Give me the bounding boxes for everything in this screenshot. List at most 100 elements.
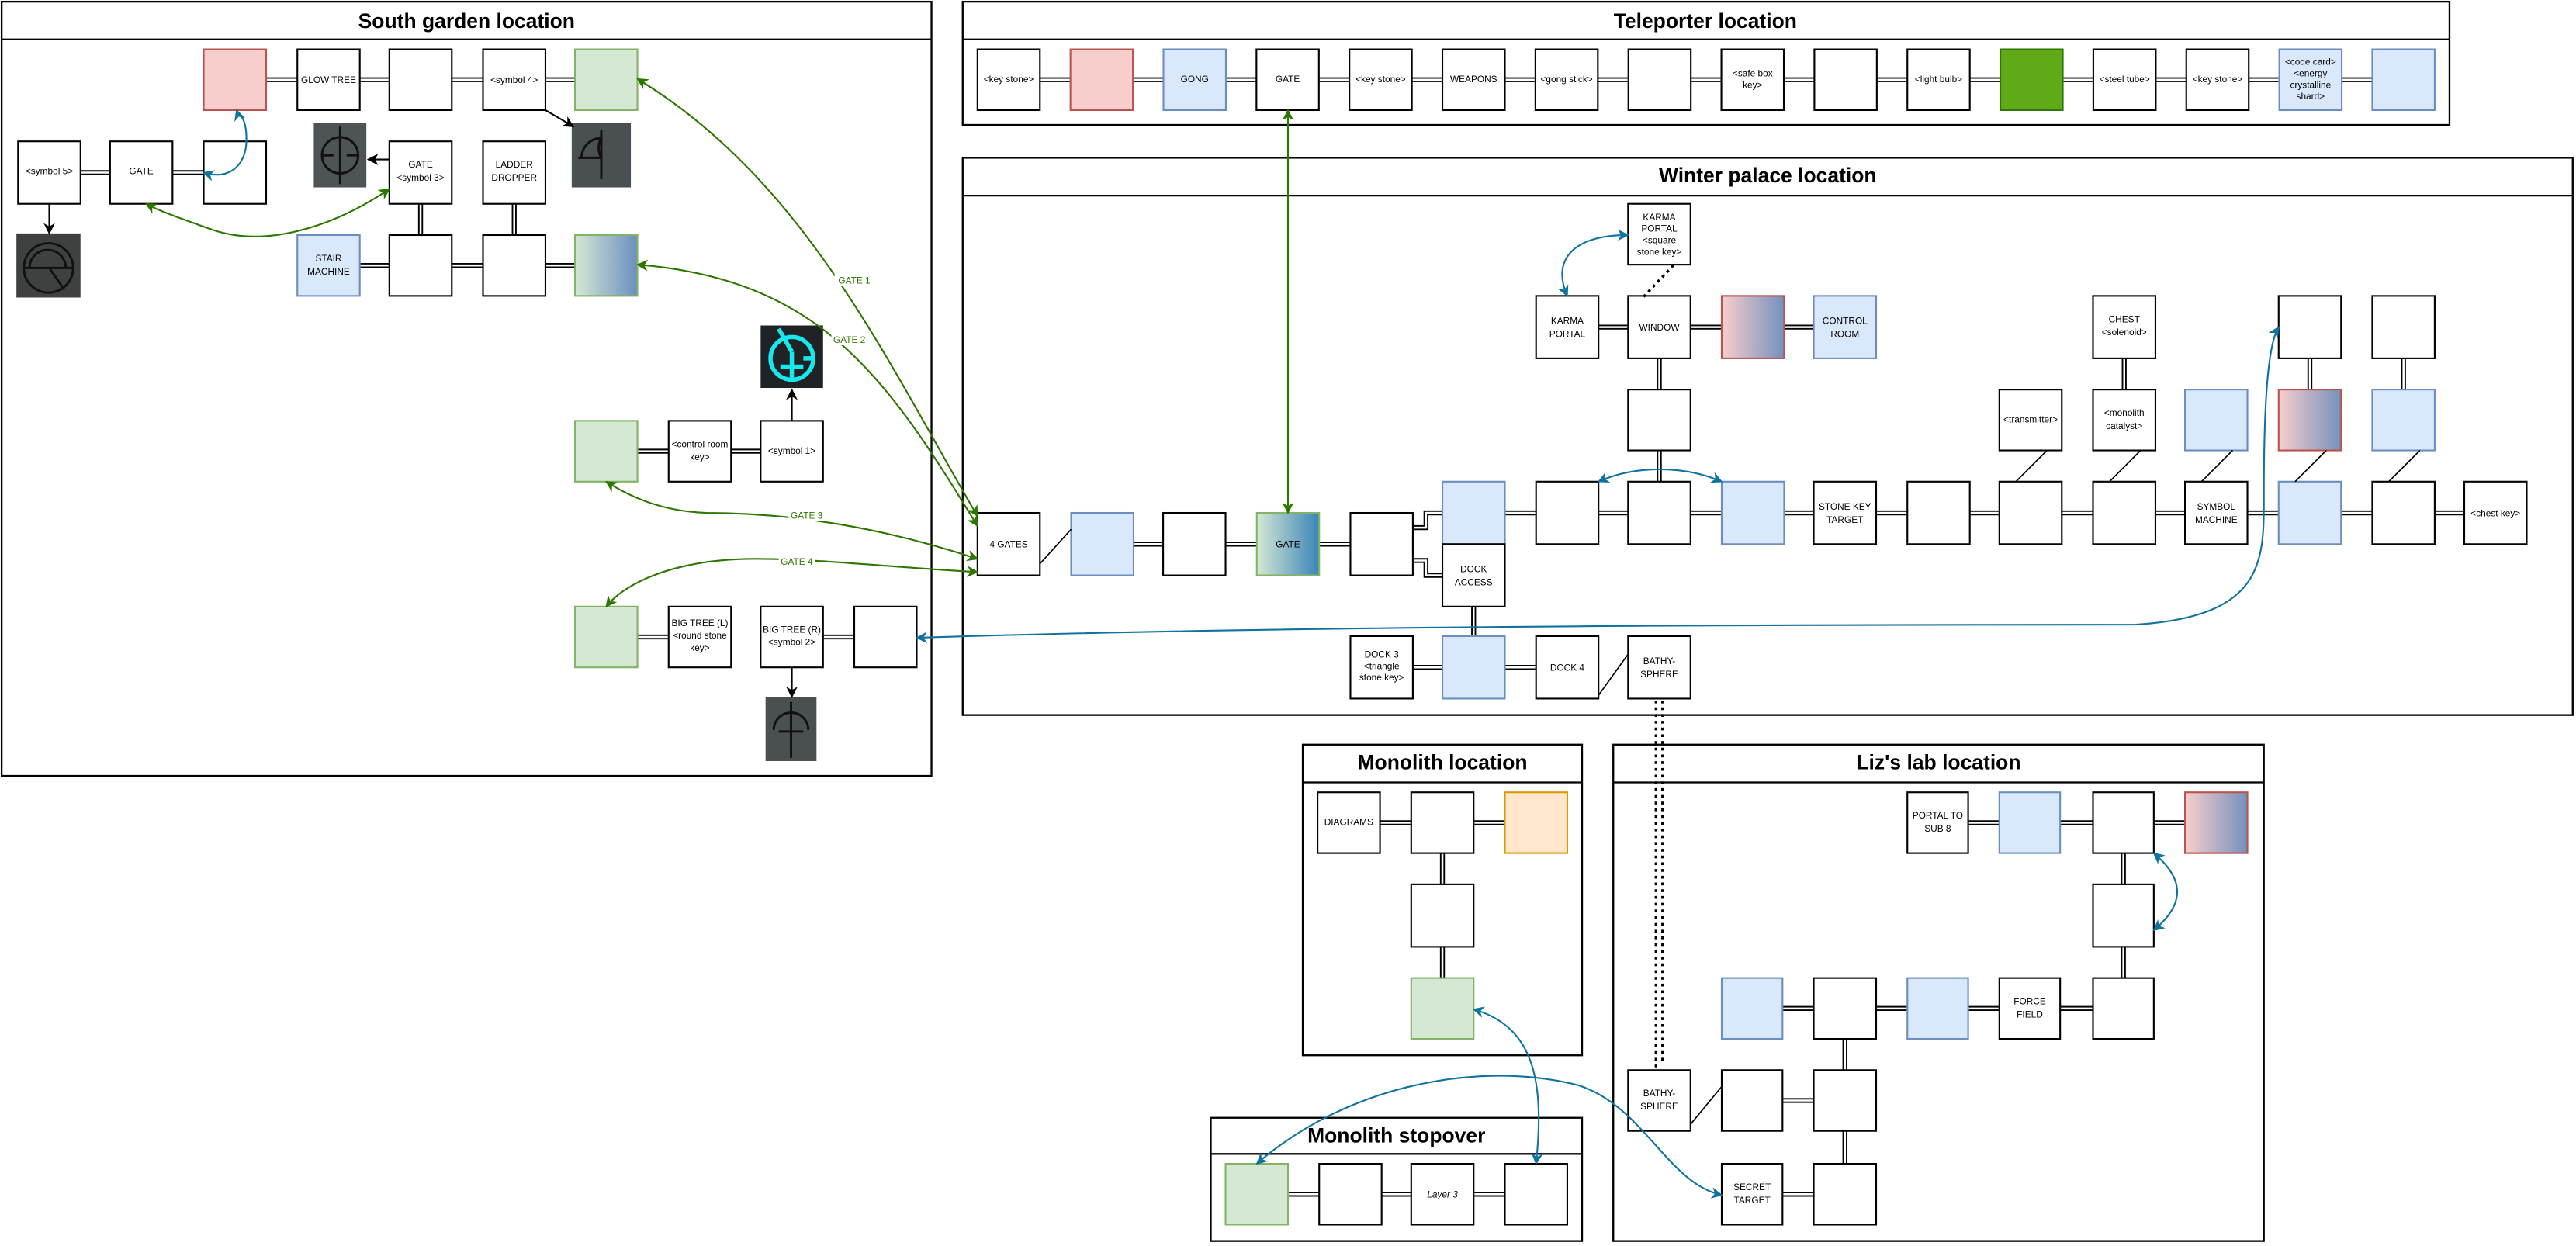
room-node[interactable] (1318, 1163, 1383, 1226)
room-node-4-gates[interactable]: 4 GATES (976, 511, 1041, 576)
svg-text:<symbol 5>: <symbol 5> (26, 166, 73, 177)
room-node[interactable] (388, 234, 453, 297)
room-node-bathysphere[interactable]: BATHY- SPHERE (1627, 635, 1691, 700)
room-node[interactable] (574, 605, 639, 669)
room-node-key-stone[interactable]: <key stone> (1349, 48, 1413, 112)
room-node-gate-symbol-3[interactable]: GATE <symbol 3> (388, 140, 453, 205)
room-node[interactable] (1224, 1163, 1290, 1226)
room-node-gong-stick[interactable]: <gong stick> (1534, 48, 1599, 112)
room-node-glow-tree[interactable]: GLOW TREE (296, 48, 361, 112)
room-node[interactable] (574, 420, 639, 483)
room-node-light-bulb[interactable]: <light bulb> (1906, 48, 1971, 112)
room-node[interactable] (2092, 977, 2155, 1040)
room-node[interactable] (1998, 791, 2062, 854)
room-node[interactable] (388, 48, 453, 112)
room-node[interactable] (1162, 511, 1227, 576)
room-node[interactable] (2000, 48, 2064, 112)
room-node-symbol-4[interactable]: <symbol 4> (482, 48, 547, 112)
room-node-secret-target[interactable]: SECRET TARGET (1720, 1163, 1784, 1226)
room-node-key-stone[interactable]: <key stone> (2185, 48, 2250, 112)
room-node[interactable] (1627, 48, 1692, 112)
room-node[interactable] (1504, 791, 1569, 854)
room-node-karma-portal[interactable]: KARMA PORTAL (1535, 295, 1600, 359)
room-node-ladder-dropper[interactable]: LADDER DROPPER (482, 140, 547, 205)
room-node-diagrams[interactable]: DIAGRAMS (1317, 791, 1381, 854)
room-node[interactable] (574, 234, 639, 297)
room-node[interactable] (1441, 480, 1506, 545)
room-node[interactable] (2371, 480, 2436, 545)
room-node[interactable] (2092, 791, 2155, 854)
svg-text:BIG TREE (L): BIG TREE (L) (672, 618, 729, 628)
room-node-karma-portal-square-stone-key[interactable]: KARMA PORTAL <square stone key> (1627, 202, 1691, 266)
room-node[interactable] (2184, 389, 2249, 452)
room-node[interactable] (2184, 791, 2249, 854)
room-node[interactable] (1504, 1163, 1569, 1226)
room-node-gate[interactable]: GATE (109, 140, 174, 205)
room-node[interactable] (1535, 480, 1600, 545)
room-node[interactable] (2371, 48, 2436, 112)
room-node-dock-4[interactable]: DOCK 4 (1535, 635, 1600, 700)
room-node-symbol-1[interactable]: <symbol 1> (760, 420, 824, 483)
node-label: <gong stick> (1540, 74, 1592, 85)
room-node-big-tree-left[interactable]: BIG TREE (L) <round stone key> (667, 605, 732, 669)
room-node[interactable] (1070, 511, 1135, 576)
room-node-layer-3[interactable]: Layer 3 (1410, 1163, 1475, 1226)
room-node-control-room-key[interactable]: <control room key> (667, 420, 732, 483)
room-node-monolith-catalyst[interactable]: <monolith catalyst> (2092, 389, 2157, 452)
room-node-weapons[interactable]: WEAPONS (1441, 48, 1506, 112)
room-node[interactable] (2371, 389, 2436, 452)
room-node[interactable] (482, 234, 547, 297)
room-node-stair-machine[interactable]: STAIR MACHINE (296, 234, 361, 297)
room-node[interactable] (1813, 1163, 1878, 1226)
room-node[interactable] (1813, 48, 1878, 112)
room-node[interactable] (1813, 977, 1878, 1040)
room-node-gong[interactable]: GONG (1162, 48, 1227, 112)
room-node[interactable] (1720, 295, 1785, 359)
room-node-control-room[interactable]: CONTROL ROOM (1813, 295, 1878, 359)
room-node[interactable] (2371, 295, 2436, 359)
room-node[interactable] (574, 48, 639, 112)
room-node-dock-3[interactable]: DOCK 3 <triangle stone key> (1349, 635, 1414, 700)
room-node-stone-key-target[interactable]: STONE KEY TARGET (1813, 480, 1878, 545)
room-node[interactable] (853, 605, 918, 669)
room-node[interactable] (203, 140, 268, 205)
room-node[interactable] (1906, 480, 1971, 545)
room-node-gate[interactable]: GATE (1255, 48, 1320, 112)
room-node-big-tree-right[interactable]: BIG TREE (R) <symbol 2> (760, 605, 824, 669)
room-node-key-stone[interactable]: <key stone> (976, 48, 1041, 112)
room-node[interactable] (1349, 511, 1414, 576)
room-node-force-field[interactable]: FORCE FIELD (1998, 977, 2062, 1040)
room-node[interactable] (1410, 791, 1475, 854)
room-node-steel-tube[interactable]: <steel tube> (2092, 48, 2157, 112)
room-node-transmitter[interactable]: <transmitter> (1998, 389, 2063, 452)
room-node[interactable] (2277, 389, 2342, 452)
room-node[interactable] (1627, 389, 1691, 452)
room-node-window[interactable]: WINDOW (1627, 295, 1691, 359)
room-node[interactable] (2277, 295, 2342, 359)
room-node-bathysphere[interactable]: BATHY- SPHERE (1627, 1069, 1691, 1132)
room-node-portal-to-sub-8[interactable]: PORTAL TO SUB 8 (1906, 791, 1969, 854)
room-node-symbol-5[interactable]: <symbol 5> (17, 140, 81, 205)
room-node-gate[interactable]: GATE (1255, 511, 1321, 576)
room-node[interactable] (1998, 480, 2063, 545)
room-node[interactable] (1720, 1069, 1784, 1132)
room-node[interactable] (203, 48, 268, 112)
room-node-chest-key[interactable]: <chest key> (2463, 480, 2528, 545)
room-node[interactable] (1441, 635, 1506, 700)
room-node[interactable] (2092, 883, 2155, 948)
room-node[interactable] (1906, 977, 1969, 1040)
room-node-chest-solenoid[interactable]: CHEST <solenoid> (2092, 295, 2157, 359)
room-node-symbol-machine[interactable]: SYMBOL MACHINE (2184, 480, 2249, 545)
room-node[interactable] (2277, 480, 2342, 545)
room-node[interactable] (1627, 480, 1691, 545)
room-node[interactable] (1813, 1069, 1878, 1132)
room-node[interactable] (1720, 480, 1785, 545)
room-node[interactable] (1410, 977, 1475, 1040)
room-node[interactable] (1069, 48, 1134, 112)
room-node[interactable] (1720, 977, 1784, 1040)
room-node-dock-access[interactable]: DOCK ACCESS (1441, 543, 1506, 607)
room-node[interactable] (1410, 883, 1475, 948)
room-node[interactable] (2092, 480, 2157, 545)
